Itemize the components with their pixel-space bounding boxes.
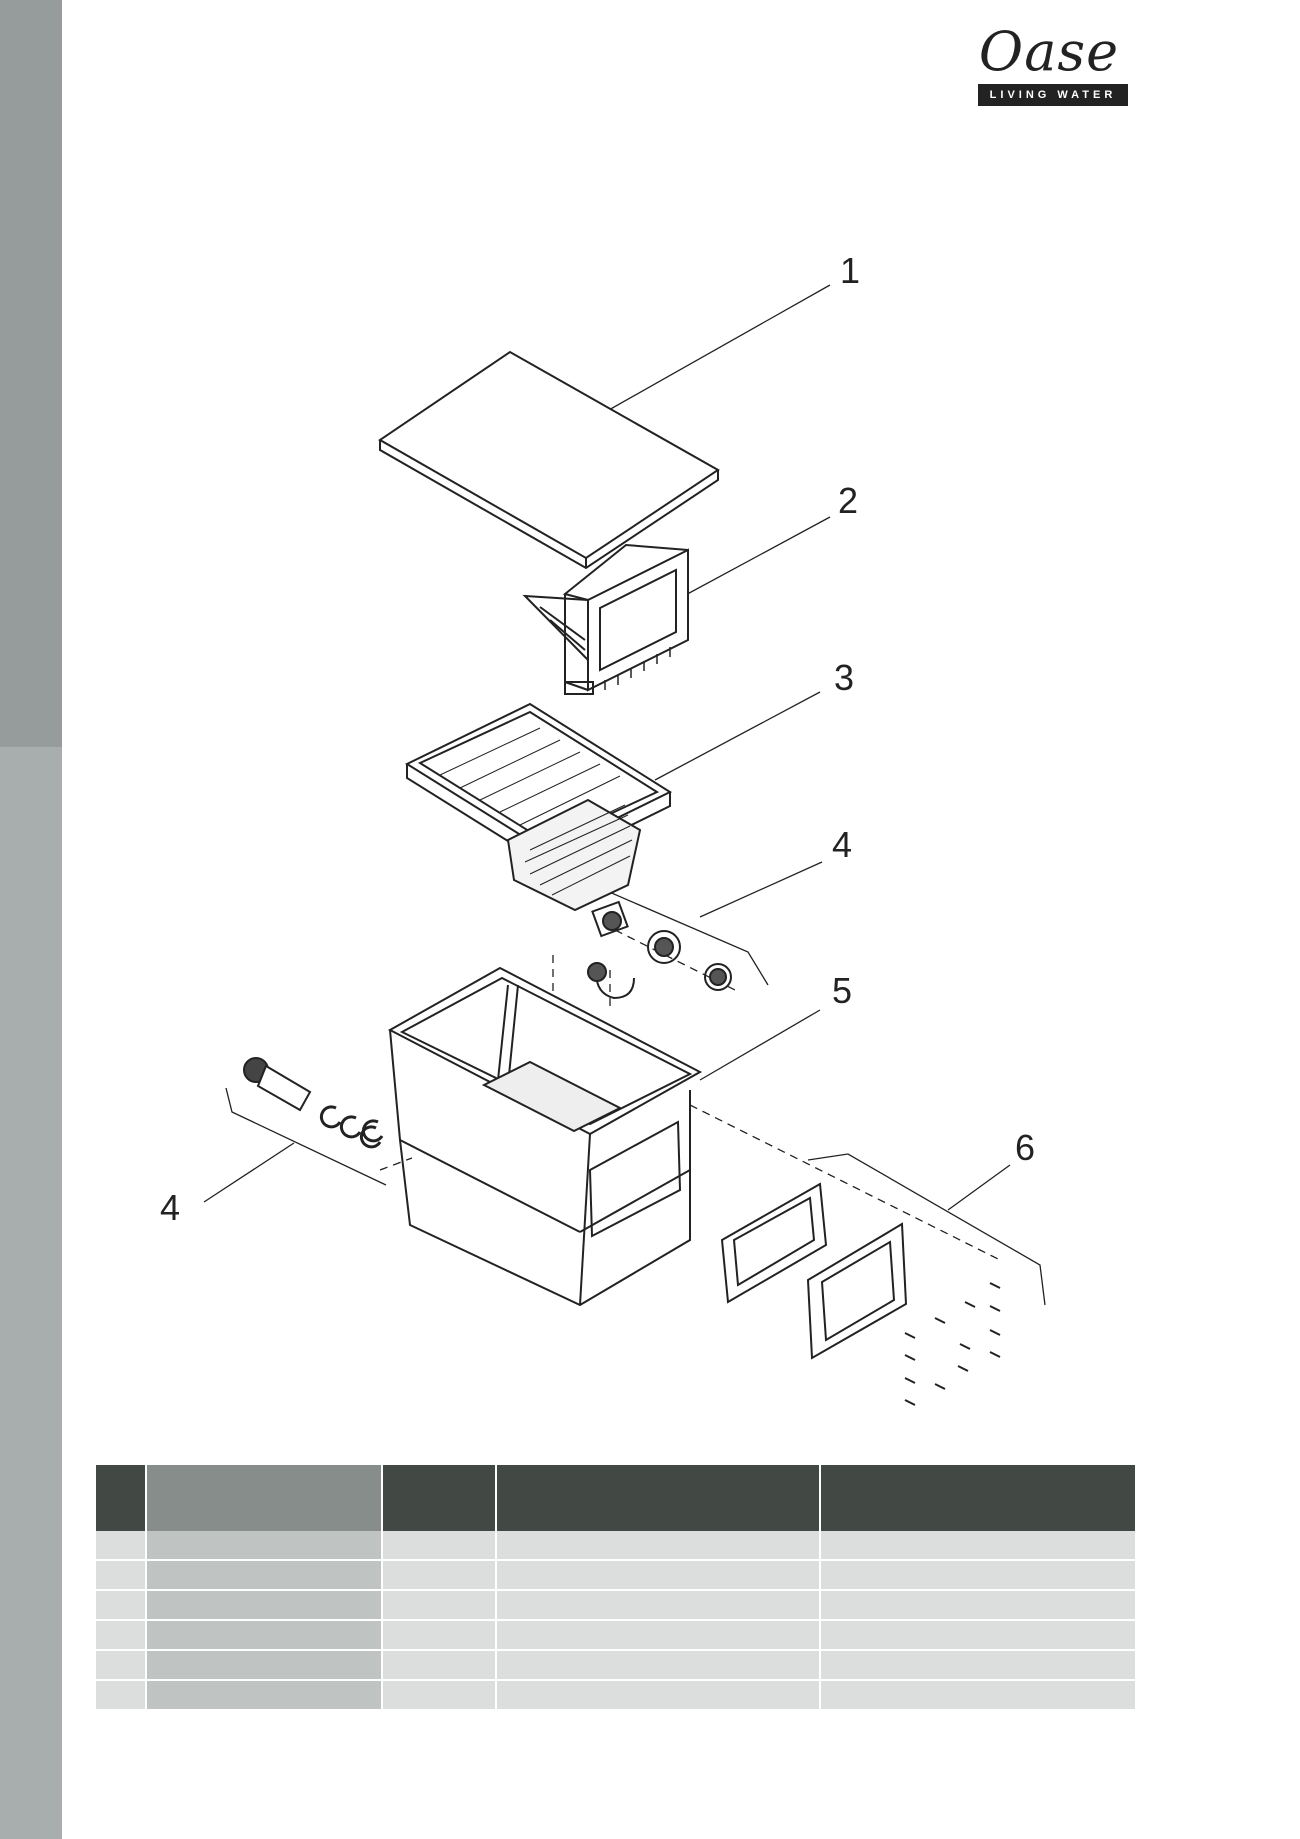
part-filter-basket — [404, 702, 673, 912]
leader-lines — [203, 284, 1046, 1306]
axis-side-fittings — [379, 1157, 413, 1171]
table-cell — [820, 1680, 1137, 1711]
table-cell — [382, 1531, 497, 1561]
table-row — [96, 1590, 1137, 1621]
part-fittings-upper — [587, 900, 732, 1000]
table-cell — [146, 1620, 383, 1651]
part-flange-set — [720, 1182, 1001, 1406]
table-cell — [146, 1680, 383, 1711]
leader-line-1 — [599, 284, 831, 416]
callout-5: 5 — [832, 970, 852, 1011]
table-row — [96, 1680, 1137, 1711]
header-cell — [496, 1465, 821, 1531]
table-cell — [496, 1531, 821, 1561]
leader-line-4a — [699, 861, 823, 918]
table-cell — [820, 1620, 1137, 1651]
leader-bracket-4a — [599, 887, 769, 986]
parts-table — [96, 1465, 1137, 1711]
table-cell — [496, 1680, 821, 1711]
sidebar-upper-band — [0, 0, 62, 747]
part-skimmer-flap — [522, 543, 689, 695]
table-row — [96, 1650, 1137, 1681]
table-cell — [96, 1590, 147, 1621]
table-cell — [96, 1680, 147, 1711]
table-cell — [146, 1650, 383, 1681]
table-cell — [146, 1531, 383, 1561]
brand-tagline: LIVING WATER — [978, 84, 1128, 106]
table-cell — [496, 1650, 821, 1681]
table-cell — [96, 1531, 147, 1561]
table-cell — [820, 1650, 1137, 1681]
part-skimmer-body — [387, 966, 703, 1307]
leader-line-6 — [947, 1164, 1011, 1211]
leader-line-3 — [654, 691, 821, 781]
table-cell — [382, 1560, 497, 1591]
part-fittings-lower — [243, 1057, 384, 1149]
table-row — [96, 1560, 1137, 1591]
table-cell — [820, 1560, 1137, 1591]
brand-wordmark: Oase — [978, 20, 1120, 83]
table-cell — [496, 1590, 821, 1621]
callout-numbers: 1 2 3 4 5 4 6 — [160, 250, 1035, 1228]
table-cell — [382, 1680, 497, 1711]
parts-table-header — [96, 1465, 1137, 1531]
callout-4-upper: 4 — [832, 824, 852, 865]
screw-set — [904, 1282, 1001, 1406]
callout-3: 3 — [834, 657, 854, 698]
table-row — [96, 1620, 1137, 1651]
table-cell — [820, 1531, 1137, 1561]
table-cell — [146, 1590, 383, 1621]
header-cell — [146, 1465, 383, 1531]
leader-bracket-4b — [225, 1087, 387, 1186]
table-row — [96, 1531, 1137, 1561]
callout-6: 6 — [1015, 1127, 1035, 1168]
brand-logo: Oase LIVING WATER — [964, 20, 1134, 106]
table-cell — [496, 1560, 821, 1591]
table-cell — [96, 1650, 147, 1681]
table-cell — [382, 1620, 497, 1651]
header-cell — [820, 1465, 1137, 1531]
leader-bracket-6 — [807, 1153, 1046, 1306]
part-lid — [378, 350, 720, 570]
table-cell — [96, 1620, 147, 1651]
axis-flange — [689, 1104, 1001, 1261]
leader-line-2 — [679, 516, 831, 599]
callout-4-lower: 4 — [160, 1187, 180, 1228]
table-cell — [146, 1560, 383, 1591]
leader-line-4b — [203, 1142, 295, 1203]
table-cell — [820, 1590, 1137, 1621]
table-cell — [96, 1560, 147, 1591]
assembly-axes — [379, 929, 1001, 1261]
callout-1: 1 — [840, 250, 860, 291]
header-cell — [96, 1465, 147, 1531]
table-cell — [496, 1620, 821, 1651]
table-cell — [382, 1650, 497, 1681]
table-cell — [382, 1590, 497, 1621]
leader-line-5 — [699, 1009, 821, 1081]
exploded-view-drawing: 1 2 3 4 5 4 6 — [160, 250, 1046, 1406]
header-cell — [382, 1465, 497, 1531]
sidebar-lower-band — [0, 747, 62, 1839]
callout-2: 2 — [838, 480, 858, 521]
